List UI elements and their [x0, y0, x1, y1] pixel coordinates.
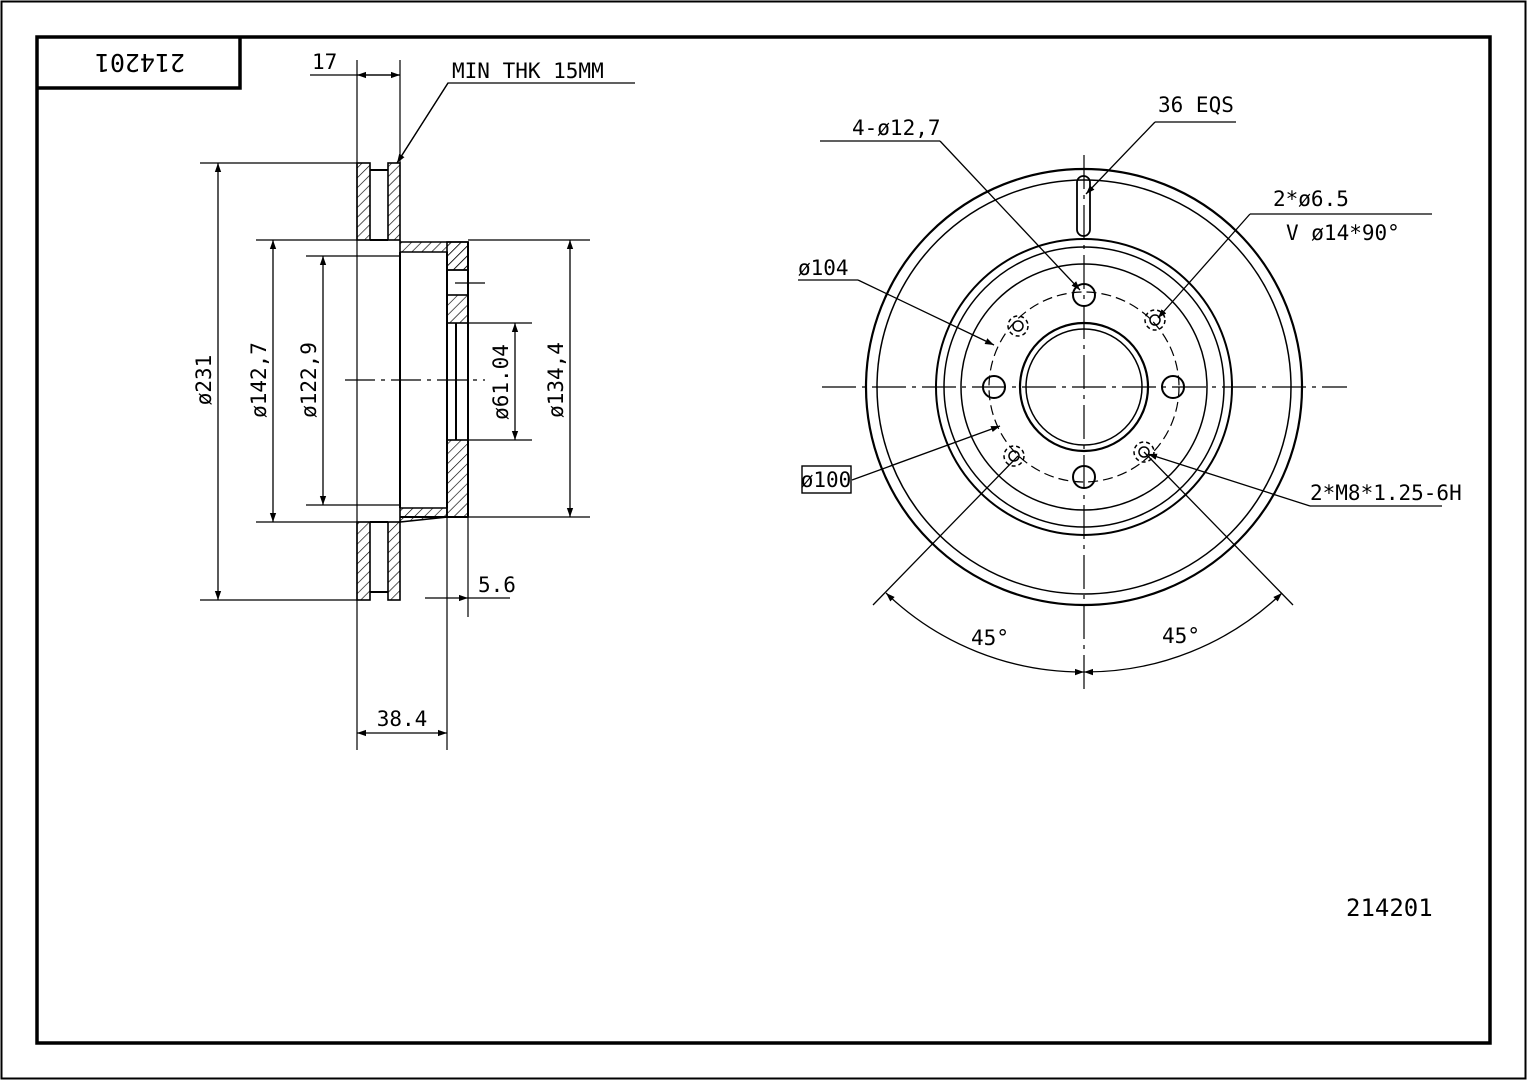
part-number: 214201	[1346, 894, 1433, 922]
dia-61-04-label: ø61.04	[489, 344, 513, 420]
angle-right-label: 45°	[1162, 624, 1200, 648]
inner-border	[35, 35, 1492, 1045]
angle-left-label: 45°	[971, 626, 1009, 650]
front-view: 36 EQS 4-ø12,7 2*ø6.5 V ø14*90° ø104 ø10…	[798, 93, 1462, 692]
dia-134-4-label: ø134,4	[544, 342, 568, 418]
dim-17-label: 17	[312, 50, 337, 74]
min-thickness-label: MIN THK 15MM	[452, 59, 604, 83]
dia-104-label: ø104	[798, 256, 849, 280]
dim-5-6-label: 5.6	[478, 573, 516, 597]
dia-100-label: ø100	[801, 468, 852, 492]
thread-holes-label: 2*M8*1.25-6H	[1310, 481, 1462, 505]
dia-100-box	[801, 465, 852, 494]
dia-142-7-label: ø142,7	[247, 342, 271, 418]
holes-4-label: 4-ø12,7	[852, 116, 941, 140]
side-view: 17 MIN THK 15MM ø231 ø142,7 ø122,9 ø61.0…	[192, 50, 635, 750]
dim-38-4-label: 38.4	[377, 707, 428, 731]
section-hatching	[356, 162, 469, 601]
holes-2-dia-label: 2*ø6.5	[1273, 187, 1349, 211]
eqs-36-label: 36 EQS	[1158, 93, 1234, 117]
countersink-label: V ø14*90°	[1286, 221, 1400, 245]
rotated-part-number: 214201	[95, 48, 185, 77]
dia-122-9-label: ø122,9	[297, 342, 321, 418]
countersunk-holes	[1007, 309, 1166, 337]
title-block: 214201	[37, 37, 242, 90]
dia-231-label: ø231	[192, 355, 216, 406]
